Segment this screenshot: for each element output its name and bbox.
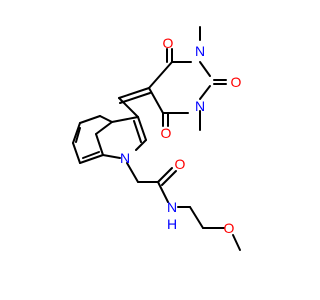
- molecule-structure: O N O N O N O N H O: [72, 26, 242, 251]
- bond: [75, 127, 81, 143]
- atom-o-lower: O: [161, 125, 172, 141]
- bond: [148, 87, 164, 114]
- atom-n-indole: N: [120, 150, 130, 166]
- bond: [199, 61, 211, 77]
- bond: [102, 154, 121, 159]
- bond: [118, 97, 139, 118]
- atom-n-right: N: [195, 98, 205, 114]
- bond: [232, 234, 241, 251]
- atom-o-top: O: [163, 35, 174, 51]
- bond: [157, 167, 173, 183]
- atom-o-amide: O: [175, 156, 186, 172]
- atom-n-amide: N: [167, 199, 177, 215]
- bond: [118, 87, 150, 99]
- bond: [157, 181, 169, 203]
- bond: [95, 133, 104, 156]
- bond: [199, 85, 211, 100]
- atom-n-top: N: [195, 43, 205, 59]
- bond: [111, 116, 139, 123]
- atom-h-amide: H: [167, 216, 177, 232]
- bond: [189, 206, 204, 229]
- bond: [137, 116, 147, 141]
- atom-o-ether: O: [224, 220, 235, 236]
- bond: [79, 154, 104, 164]
- bond: [72, 122, 81, 144]
- bond: [82, 151, 100, 159]
- bond: [148, 61, 173, 89]
- bond: [119, 92, 151, 104]
- bond: [161, 170, 177, 186]
- bond-layer: [72, 26, 241, 251]
- bond: [135, 139, 147, 151]
- bond: [79, 115, 101, 124]
- bond: [95, 121, 113, 135]
- bond: [133, 120, 142, 143]
- bond: [72, 142, 81, 164]
- atom-label-layer: O N O N O N O N H O: [120, 35, 242, 236]
- bond: [126, 162, 139, 183]
- bond: [99, 115, 113, 123]
- atom-o-right: O: [231, 74, 242, 90]
